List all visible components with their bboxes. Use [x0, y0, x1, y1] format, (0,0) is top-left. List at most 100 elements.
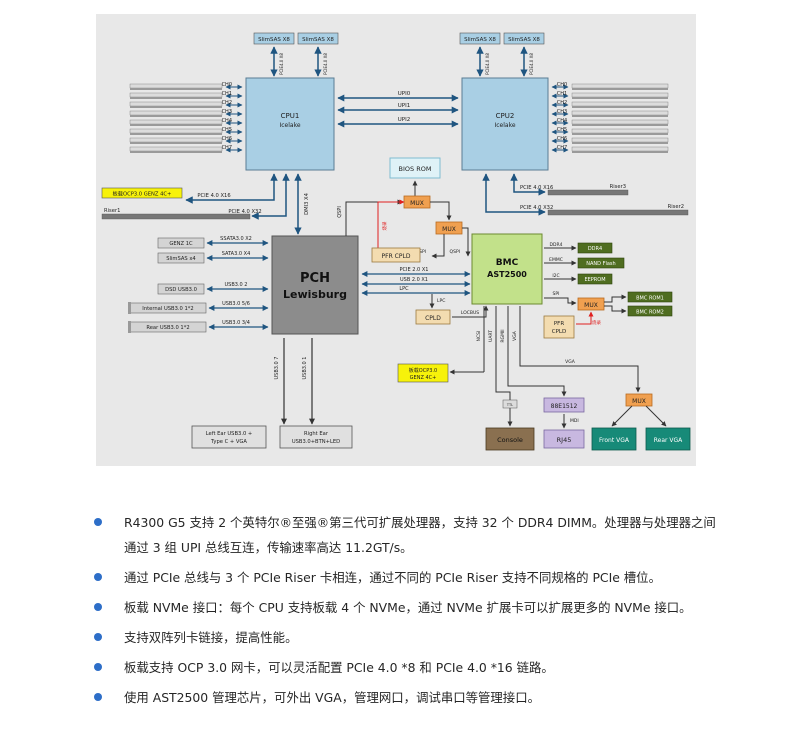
bmc-rom-box [627, 291, 673, 303]
dimm-slot [571, 137, 669, 143]
vga-link [519, 306, 641, 393]
burn-label: 烧录 [592, 319, 601, 326]
pcie-x32-label: PCIE 4.0 X32 [228, 209, 261, 215]
vga-label: VGA [512, 330, 518, 341]
mux-box [577, 297, 605, 311]
bmc-name: BMC [496, 258, 519, 268]
cpu1-slimsas-group: SlimSAS X8 SlimSAS X8 PCIE4.0 X8 PCIE4.0… [253, 32, 339, 77]
dimm-slot-shadow [572, 106, 668, 108]
left-device-label: Rear USB3.0 1*2 [146, 325, 189, 331]
bmc-device-label: NAND Flash [586, 261, 615, 267]
left-device-box [157, 237, 205, 249]
pch-name: PCH [300, 271, 330, 286]
front-vga-label: Front VGA [599, 437, 630, 444]
dimm-slot [129, 92, 223, 98]
bullet-dot-icon [94, 518, 102, 526]
mdi-label: MDI [570, 418, 579, 424]
mux-label: MUX [584, 302, 598, 309]
left-device-edge [128, 302, 131, 314]
qspi-label: QSPI [416, 249, 426, 255]
cpu2-slimsas-group: SlimSAS X8 SlimSAS X8 PCIE4.0 X8 PCIE4.0… [459, 32, 545, 77]
right-ear-box [279, 425, 353, 449]
rj45-box [543, 429, 585, 449]
left-ear-line1: Left Ear USB3.0 + [206, 431, 253, 437]
pfr-cpld2-line1: PFR [554, 321, 564, 327]
slimsas-label: SlimSAS X8 [464, 37, 496, 43]
bmc-device-label: EEPROM [584, 277, 605, 283]
burn-link [377, 199, 405, 248]
feature-text: 通过 PCIe 总线与 3 个 PCIe Riser 卡相连，通过不同的 PCI… [124, 570, 661, 585]
slimsas-box [297, 32, 339, 45]
slimsas-label: SlimSAS X8 [508, 37, 540, 43]
slimsas-box [253, 32, 295, 45]
dimm-slot-shadow [130, 133, 222, 135]
dimm-slot-shadow [130, 106, 222, 108]
slimsas-label: SlimSAS X8 [302, 37, 334, 43]
pch-block [271, 235, 359, 335]
ocp-label: 板载OCP3.0 GENZ 4C+ [113, 190, 172, 198]
bmc-link-label: I2C [552, 273, 559, 279]
dimm-slot [571, 92, 669, 98]
cpld-box [415, 309, 451, 325]
upi-label: UPI0 [398, 91, 411, 97]
dimm-slot [571, 101, 669, 107]
cpu2-block [461, 77, 549, 171]
feature-item: R4300 G5 支持 2 个英特尔®至强®第三代可扩展处理器，支持 32 个 … [88, 510, 728, 560]
bullet-dot-icon [94, 633, 102, 641]
ocp-card-2 [397, 363, 449, 383]
dimm-slot-shadow [572, 115, 668, 117]
front-vga-box [591, 427, 637, 451]
dimm-slot-shadow [130, 151, 222, 153]
channel-label: CH7 [557, 145, 567, 151]
uart-label: UART [488, 330, 494, 342]
left-ear-box [191, 425, 267, 449]
phy-box [543, 397, 585, 413]
upi-label: UPI1 [398, 103, 410, 109]
left-device-edge [128, 321, 131, 333]
left-device-box [157, 283, 205, 295]
dimm-slot [129, 146, 223, 152]
pcie-x16-label: PCIE 4.0 X16 [197, 193, 230, 199]
vga-mux-box [625, 393, 653, 407]
ocp2-line1: 板载OCP3.0 [409, 367, 437, 374]
rom-link [604, 305, 627, 314]
dimm-slot [571, 146, 669, 152]
dimm-slot [129, 83, 223, 89]
bmc-device-box [577, 242, 613, 254]
rgmii-label: RGMII [500, 329, 506, 342]
dimm-slot [129, 128, 223, 134]
slimsas-label: SlimSAS X8 [258, 37, 290, 43]
usb-label: USB3.0 7 [274, 357, 280, 380]
spi-label: SPI [553, 291, 560, 297]
pch-bmc-label: USB 2.0 X1 [400, 277, 428, 283]
bullet-dot-icon [94, 693, 102, 701]
riser3-label: Riser3 [610, 184, 626, 190]
pcie-x8-label: PCIE4.0 X8 [485, 53, 490, 75]
left-device-label: Internal USB3.0 1*2 [142, 306, 193, 312]
pfr-cpld-label: PFR CPLD [382, 253, 411, 260]
dimm-slot-shadow [130, 88, 222, 90]
feature-item: 通过 PCIe 总线与 3 个 PCIe Riser 卡相连，通过不同的 PCI… [88, 565, 728, 590]
dimm-slot-shadow [130, 142, 222, 144]
pfr-cpld2-box [543, 315, 575, 339]
channel-label: CH3 [222, 109, 232, 115]
feature-text: R4300 G5 支持 2 个英特尔®至强®第三代可扩展处理器，支持 32 个 … [124, 515, 716, 555]
dimm-slot-shadow [130, 97, 222, 99]
pcie-x32-link-cpu2 [482, 173, 546, 216]
qspi-link-pfr [431, 234, 445, 259]
left-device-label: GENZ 1C [169, 241, 193, 247]
qspi-link-bmc [462, 227, 471, 257]
pcie-x32-link [251, 173, 290, 220]
bios-rom-box [389, 157, 441, 179]
pfr-cpld-box [371, 247, 421, 263]
channel-label: CH0 [222, 82, 232, 88]
channel-label: CH5 [222, 127, 232, 133]
feature-list: R4300 G5 支持 2 个英特尔®至强®第三代可扩展处理器，支持 32 个 … [88, 510, 728, 715]
riser3-slot [547, 189, 629, 196]
riser2-label: Riser2 [668, 204, 684, 210]
rear-vga-link [645, 405, 667, 427]
pch-codename: Lewisburg [283, 288, 347, 301]
mux-label: MUX [410, 200, 424, 207]
